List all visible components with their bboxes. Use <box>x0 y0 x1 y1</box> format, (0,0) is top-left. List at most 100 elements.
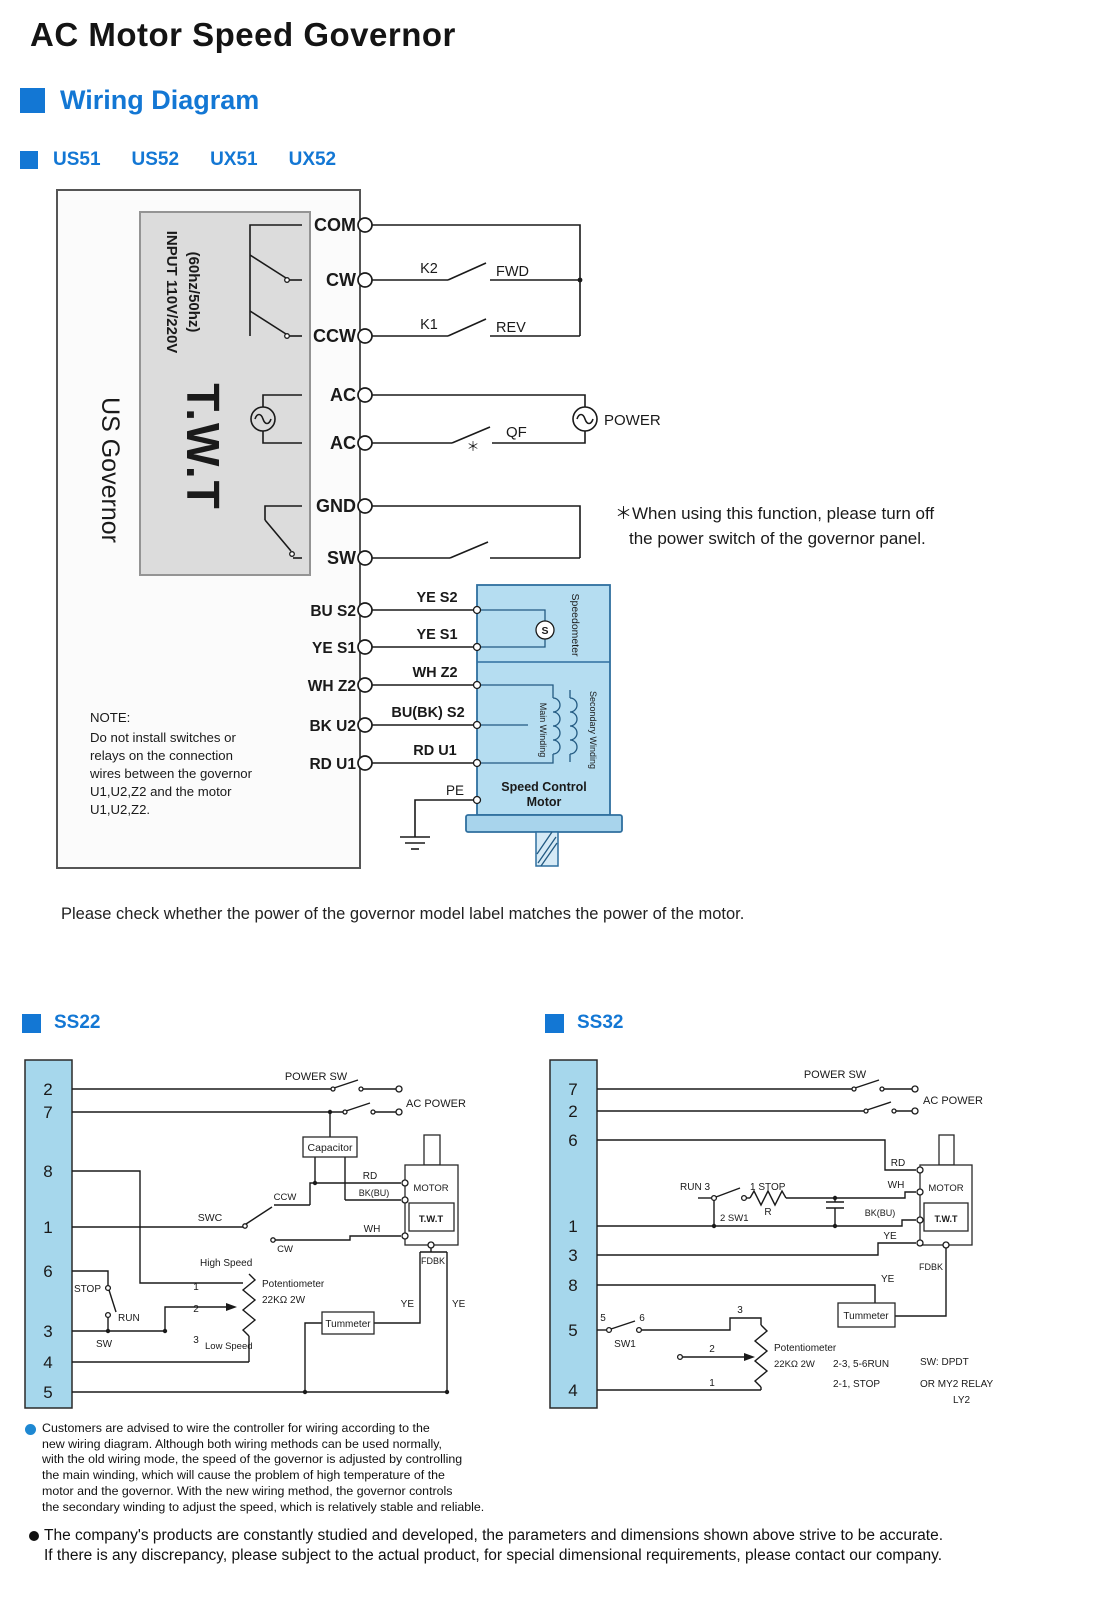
run-label: RUN <box>118 1313 140 1324</box>
motor-caption: Motor <box>527 795 562 809</box>
brand-label: T.W.T <box>419 1214 443 1225</box>
wire-label-wh: WH <box>888 1180 905 1191</box>
governor-side-label: US Governor <box>96 397 124 543</box>
customer-note-line: Customers are advised to wire the contro… <box>42 1421 430 1435</box>
run-contact-label: RUN 3 <box>680 1182 710 1193</box>
us-governor-wiring-diagram: US Governor INPUT 110V/220V (60hz/50hz) … <box>56 189 934 869</box>
motor-label: MOTOR <box>928 1183 963 1194</box>
main-winding-label: Main Winding <box>538 703 548 758</box>
ac-power-label: AC POWER <box>406 1098 466 1110</box>
resistor-label: R <box>764 1207 771 1218</box>
contact-number: 5 <box>600 1313 606 1324</box>
note-line: U1,U2,Z2 and the motor <box>90 784 232 799</box>
terminal-label: SW <box>327 548 356 568</box>
relay-label-k1: K1 <box>420 317 438 333</box>
potentiometer-label: Potentiometer <box>262 1279 325 1290</box>
terminal-label: CW <box>326 270 356 290</box>
pot-pin-label: 2 <box>709 1344 715 1355</box>
warning-note-line: ＊When using this function, please turn o… <box>615 504 934 523</box>
terminal-labels-top: COM CW CCW AC AC GND SW <box>313 215 356 568</box>
black-bullet-icon <box>29 1531 39 1541</box>
wire-label-ye: YE <box>883 1231 897 1242</box>
secondary-winding-label: Secondary Winding <box>588 691 598 769</box>
wire-label-rd: RD <box>363 1171 377 1182</box>
relay-note-line: OR MY2 RELAY <box>920 1379 993 1390</box>
terminal-number: 7 <box>568 1080 577 1099</box>
fdbk-label: FDBK <box>421 1256 445 1266</box>
model-name: US51 <box>53 149 101 170</box>
ss22-heading-label: SS22 <box>54 1012 101 1033</box>
model-name: US52 <box>131 149 180 170</box>
terminal-label: RD U1 <box>309 756 356 773</box>
tummeter-box <box>837 1302 896 1328</box>
stop-contact-label: 1 STOP <box>750 1182 786 1193</box>
terminal-strip <box>24 1059 73 1409</box>
blue-square-icon <box>545 1013 564 1033</box>
input-rating-label: INPUT 110V/220V <box>163 231 180 354</box>
company-note-line: The company's products are constantly st… <box>44 1527 944 1544</box>
motor-label: MOTOR <box>413 1183 448 1194</box>
ac-power-label: AC POWER <box>923 1095 983 1107</box>
sw1-pin-label: 2 SW1 <box>720 1213 749 1224</box>
terminal-number: 5 <box>568 1321 577 1340</box>
blue-square-icon <box>20 88 45 113</box>
model-name: UX51 <box>210 149 258 170</box>
note-line: U1,U2,Z2. <box>90 802 150 817</box>
terminal-number: 2 <box>568 1102 577 1121</box>
motor-caption: Speed Control <box>501 780 586 794</box>
terminal-label: BK U2 <box>309 718 356 735</box>
ss32-heading-label: SS32 <box>577 1012 624 1033</box>
power-source-label: POWER <box>604 412 661 429</box>
terminal-number: 3 <box>43 1322 52 1341</box>
wire-label: BU(BK) S2 <box>391 705 464 721</box>
terminal-number: 8 <box>43 1162 52 1181</box>
pot-pin-label: 1 <box>709 1378 715 1389</box>
ss22-terminal-numbers: 2 7 8 1 6 3 4 5 <box>43 1080 52 1402</box>
sw1-label: SW1 <box>614 1339 636 1350</box>
terminal-number: 2 <box>43 1080 52 1099</box>
terminal-label: CCW <box>313 326 356 346</box>
wire-label: YE S2 <box>416 590 457 606</box>
ss32-wiring-diagram: 7 2 6 1 3 8 5 4 <box>549 1059 993 1409</box>
wire-label: WH Z2 <box>412 665 457 681</box>
wire-label-ye: YE <box>881 1274 895 1285</box>
sw-label: SW <box>96 1339 113 1350</box>
installation-note: NOTE: Do not install switches or relays … <box>89 710 253 817</box>
terminal-number: 5 <box>43 1383 52 1402</box>
terminal-number: 7 <box>43 1103 52 1122</box>
internal-switch-symbols <box>249 224 302 559</box>
ss22-wiring-diagram: 2 7 8 1 6 3 4 5 <box>24 1059 466 1409</box>
sw-type-label: SW: DPDT <box>920 1357 969 1368</box>
wiring-heading-label: Wiring Diagram <box>60 85 260 115</box>
page-title: AC Motor Speed Governor <box>30 16 456 53</box>
speedometer-symbol: S <box>541 625 548 637</box>
capacitor-box <box>302 1136 358 1158</box>
terminal-label: YE S1 <box>312 640 356 657</box>
potentiometer-rating: 22KΩ 2W <box>262 1295 306 1306</box>
terminal-number: 4 <box>568 1381 577 1400</box>
company-note-line: If there is any discrepancy, please subj… <box>44 1546 943 1564</box>
warning-note-line: the power switch of the governor panel. <box>629 529 926 548</box>
speed-control-motor: S Speedometer Main Winding Secondary Win… <box>465 584 623 867</box>
wire-label-ccw: CCW <box>274 1192 297 1203</box>
power-check-note: Please check whether the power of the go… <box>61 905 745 923</box>
wire-label-bkbu: BK(BU) <box>359 1188 390 1198</box>
high-speed-label: High Speed <box>200 1258 252 1269</box>
wire-label-rd: RD <box>891 1158 905 1169</box>
breaker-label-qf: QF <box>506 424 527 441</box>
wire-label-ye: YE <box>401 1299 415 1310</box>
wire-label: YE S1 <box>416 627 457 643</box>
model-name: UX52 <box>288 149 337 170</box>
wire-label-ye: YE <box>452 1299 466 1310</box>
wire-label-cw: CW <box>277 1244 293 1255</box>
relay-label-k2: K2 <box>420 261 438 277</box>
switch-star-marker: ＊ <box>466 439 479 454</box>
fdbk-label: FDBK <box>919 1262 943 1272</box>
governor-enclosure <box>56 189 361 869</box>
direction-label-fwd: FWD <box>496 264 529 280</box>
blue-bullet-icon <box>25 1424 36 1435</box>
pot-pin-label: 3 <box>737 1305 743 1316</box>
speedometer-label: Speedometer <box>569 593 581 657</box>
legend-stop: 2-1, STOP <box>833 1379 880 1390</box>
ss22-heading: SS22 <box>22 1012 100 1034</box>
